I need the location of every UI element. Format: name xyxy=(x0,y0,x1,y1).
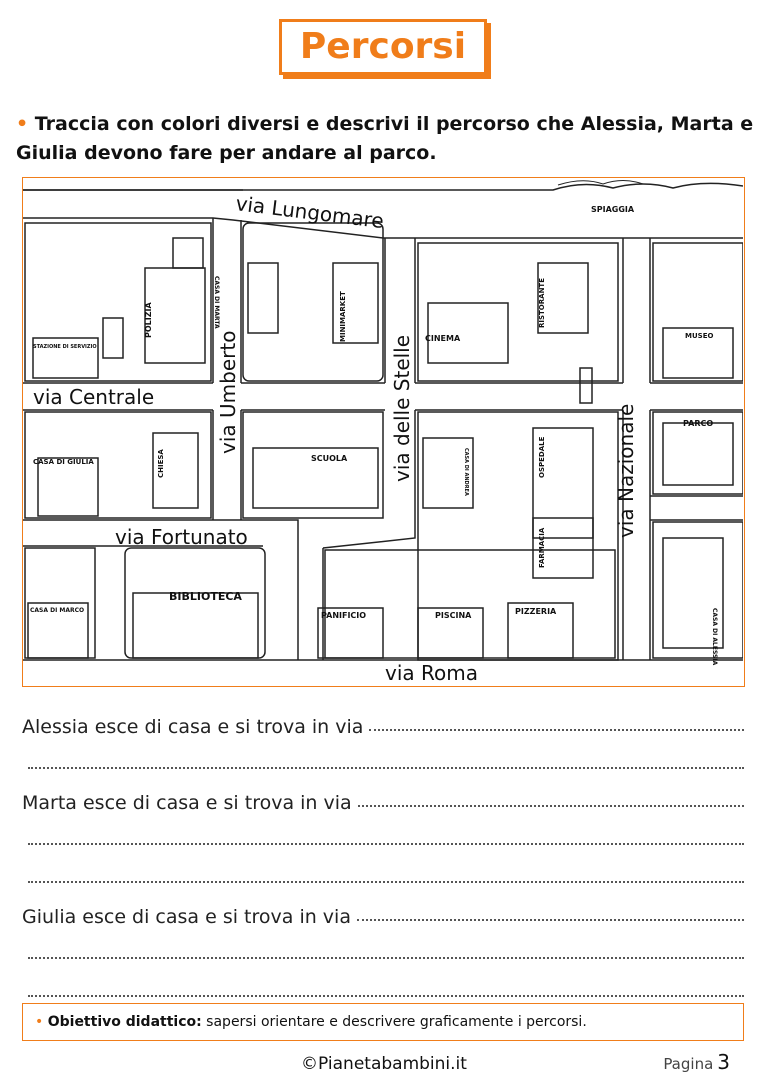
instruction: • Traccia con colori diversi e descrivi … xyxy=(16,110,756,168)
goal-label: Obiettivo didattico: xyxy=(47,1014,202,1030)
street-umberto: via Umberto xyxy=(216,331,240,454)
town-map: via Lungomare via Centrale via Umberto v… xyxy=(22,177,745,687)
answer-line[interactable] xyxy=(22,852,744,890)
page-label: Pagina xyxy=(663,1055,714,1073)
street-centrale: via Centrale xyxy=(33,385,154,409)
map-drawing: via Lungomare via Centrale via Umberto v… xyxy=(23,180,743,685)
place-parco: PARCO xyxy=(683,419,713,428)
learning-goal: • Obiettivo didattico: sapersi orientare… xyxy=(22,1003,744,1041)
place-polizia: POLIZIA xyxy=(144,301,153,338)
place-cinema: CINEMA xyxy=(425,334,461,343)
place-piscina: PISCINA xyxy=(435,611,472,620)
dotted-line xyxy=(28,767,744,769)
place-casa-alessia: CASA DI ALESSIA xyxy=(711,608,718,666)
dotted-line xyxy=(28,957,744,959)
dotted-line xyxy=(369,729,744,731)
page-number: 3 xyxy=(717,1050,730,1074)
place-spiaggia: SPIAGGIA xyxy=(591,205,635,214)
place-pizzeria: PIZZERIA xyxy=(515,607,557,616)
dotted-line xyxy=(28,995,744,997)
street-lungomare: via Lungomare xyxy=(234,191,385,233)
place-casa-giulia: CASA DI GIULIA xyxy=(33,458,94,466)
answer-line[interactable]: Marta esce di casa e si trova in via xyxy=(22,776,744,814)
place-casa-marco: CASA DI MARCO xyxy=(30,607,84,614)
goal-text: sapersi orientare e descrivere graficame… xyxy=(201,1014,587,1030)
place-museo: MUSEO xyxy=(685,332,713,340)
title-box: Percorsi xyxy=(279,19,487,75)
place-chiesa: CHIESA xyxy=(157,449,165,478)
dotted-line xyxy=(28,881,744,883)
place-casa-andrea: CASA DI ANDREA xyxy=(463,448,469,496)
dotted-line xyxy=(356,919,744,921)
place-ospedale: OSPEDALE xyxy=(538,436,546,478)
place-stazione: STAZIONE DI SERVIZIO xyxy=(33,344,97,350)
answer-line[interactable] xyxy=(22,966,744,1004)
street-stelle: via delle Stelle xyxy=(390,335,414,482)
line-prompt: Giulia esce di casa e si trova in via xyxy=(22,906,351,928)
place-ristorante: RISTORANTE xyxy=(538,278,546,328)
bullet-icon: • xyxy=(16,113,29,135)
place-panificio: PANIFICIO xyxy=(321,611,366,620)
street-roma: via Roma xyxy=(385,661,478,685)
answer-line[interactable] xyxy=(22,738,744,776)
dotted-line xyxy=(357,805,744,807)
answer-line[interactable]: Giulia esce di casa e si trova in via xyxy=(22,890,744,928)
answer-line[interactable] xyxy=(22,814,744,852)
answer-line[interactable]: Alessia esce di casa e si trova in via xyxy=(22,700,744,738)
answer-line[interactable] xyxy=(22,928,744,966)
place-casa-marta: CASA DI MARTA xyxy=(213,276,220,329)
bullet-icon: • xyxy=(35,1014,44,1030)
place-farmacia: FARMACIA xyxy=(538,527,546,568)
line-prompt: Marta esce di casa e si trova in via xyxy=(22,792,352,814)
place-biblioteca: BIBLIOTECA xyxy=(169,590,242,603)
dotted-line xyxy=(28,843,744,845)
street-nazionale: via Nazionale xyxy=(614,404,638,538)
answer-lines: Alessia esce di casa e si trova in via M… xyxy=(22,700,744,1004)
footer-site: ©Pianetabambini.it xyxy=(301,1054,467,1074)
page-title: Percorsi xyxy=(299,26,467,67)
place-minimarket: MINIMARKET xyxy=(339,291,347,342)
street-fortunato: via Fortunato xyxy=(115,525,248,549)
line-prompt: Alessia esce di casa e si trova in via xyxy=(22,716,364,738)
instruction-text: Traccia con colori diversi e descrivi il… xyxy=(16,113,754,164)
place-scuola: SCUOLA xyxy=(311,454,348,463)
